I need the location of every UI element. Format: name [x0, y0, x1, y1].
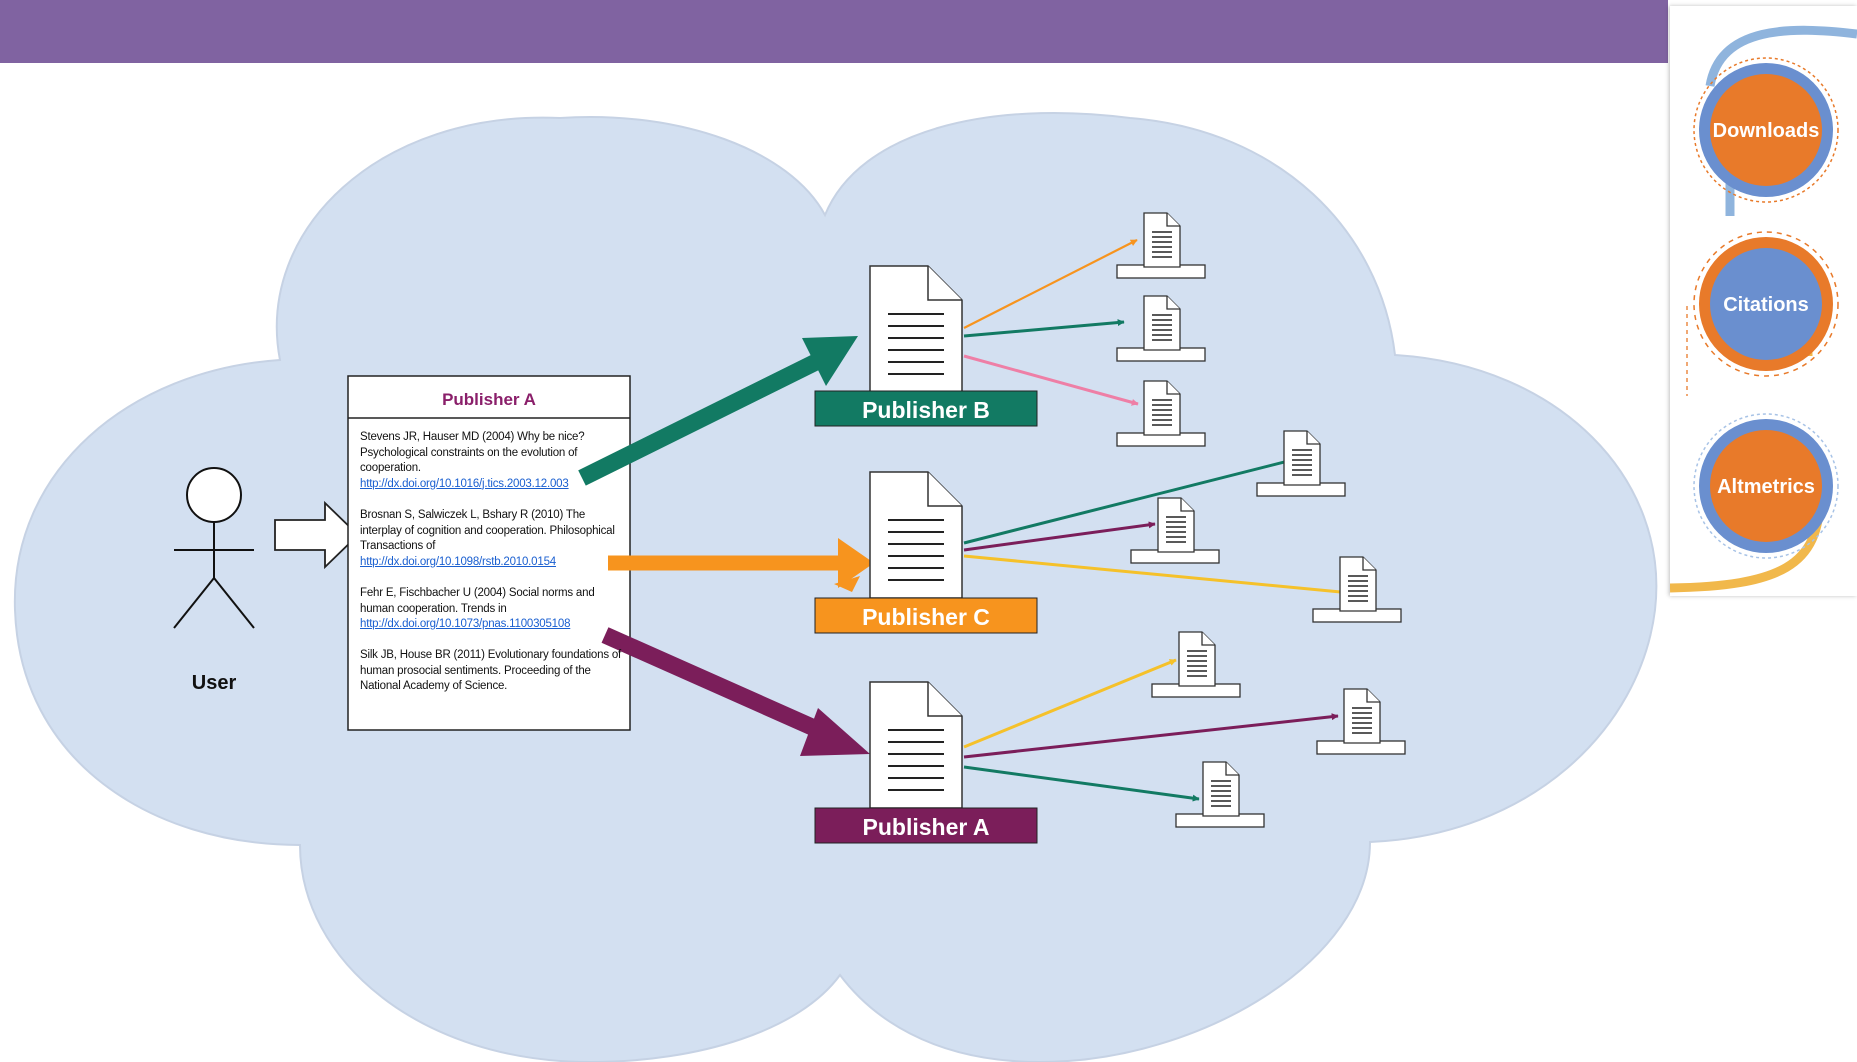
- reference-entry-text: Silk JB, House BR (2011) Evolutionary fo…: [360, 649, 622, 692]
- citation-arrow-a-teal: [963, 765, 1200, 802]
- reference-entry-3: Fehr E, Fischbacher U (2004) Social norm…: [360, 586, 625, 633]
- reference-entry-2: Brosnan S, Salwiczek L, Bshary R (2010) …: [360, 508, 625, 570]
- downloads-metric: Downloads: [1699, 63, 1833, 197]
- reference-list-header: Publisher A: [442, 390, 536, 409]
- publisher-b-label: Publisher B: [862, 397, 990, 423]
- reference-entry-4: Silk JB, House BR (2011) Evolutionary fo…: [360, 648, 625, 695]
- citation-arrow-b-teal: [963, 319, 1125, 338]
- reference-doi-link[interactable]: http://dx.doi.org/10.1073/pnas.110030510…: [360, 618, 571, 630]
- citation-arrow-b-orange: [963, 239, 1138, 329]
- citations-metric: Citations: [1699, 237, 1833, 371]
- altmetrics-label: Altmetrics: [1717, 476, 1815, 498]
- user-to-list-arrow: [274, 500, 360, 570]
- publisher-a-banner: [814, 807, 1038, 844]
- reference-entry-text: Brosnan S, Salwiczek L, Bshary R (2010) …: [360, 509, 615, 552]
- citation-arrow-a-yellow: [963, 658, 1177, 749]
- citation-arrow-c-purple: [963, 521, 1156, 552]
- cloud-background: [13, 112, 1658, 1062]
- user-figure: [173, 467, 255, 629]
- user-label: User: [192, 672, 237, 694]
- flow-arrow-to-publisher-a: [601, 627, 870, 756]
- metrics-panel: Downloads Citations Altmetrics: [1669, 6, 1857, 596]
- citation-arrow-c-yellow: [963, 554, 1373, 598]
- publisher-c-label: Publisher C: [862, 604, 990, 630]
- flow-arrow-to-publisher-c: [608, 538, 874, 592]
- reference-entry-text: Fehr E, Fischbacher U (2004) Social norm…: [360, 587, 595, 615]
- citation-arrow-a-purple: [963, 713, 1339, 759]
- citations-label: Citations: [1723, 294, 1809, 316]
- downloads-label: Downloads: [1713, 120, 1820, 142]
- reference-list-box: [347, 375, 631, 731]
- reference-entry-text: Stevens JR, Hauser MD (2004) Why be nice…: [360, 431, 585, 474]
- publisher-a-label: Publisher A: [863, 814, 990, 840]
- reference-doi-link[interactable]: http://dx.doi.org/10.1016/j.tics.2003.12…: [360, 477, 569, 490]
- reference-entry-1: Stevens JR, Hauser MD (2004) Why be nice…: [360, 430, 625, 492]
- header-bar: [0, 0, 1668, 63]
- altmetrics-metric: Altmetrics: [1699, 419, 1833, 553]
- citation-arrow-b-pink: [963, 354, 1139, 406]
- reference-doi-link[interactable]: http://dx.doi.org/10.1098/rstb.2010.0154: [360, 555, 556, 568]
- publisher-b-banner: [814, 390, 1038, 427]
- citation-arrow-c-teal: [963, 452, 1317, 545]
- publisher-c-banner: [814, 597, 1038, 634]
- flow-arrow-to-publisher-b: [578, 336, 858, 486]
